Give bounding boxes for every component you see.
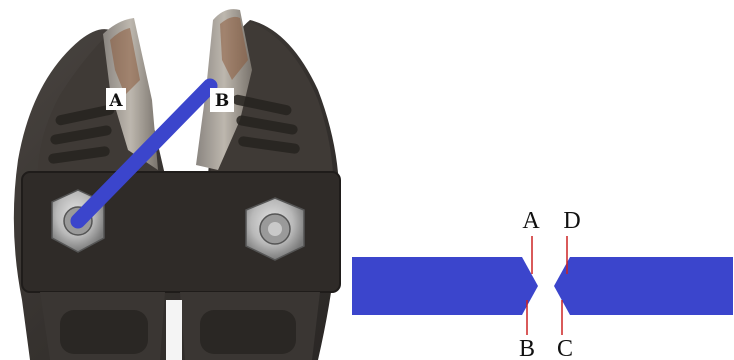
left-blade-section — [352, 257, 538, 315]
handle-gap — [166, 300, 182, 360]
blade-cross-section-diagram: A D B C — [352, 208, 733, 360]
left-handle-grip — [60, 310, 148, 354]
diagram-label-c: C — [557, 336, 573, 360]
photo-label-a: A — [108, 91, 123, 111]
bolt-cutter-photo: A B — [14, 9, 340, 360]
diagram-label-b: B — [519, 336, 535, 360]
right-blade-section — [554, 257, 733, 315]
diagram-label-d: D — [563, 208, 580, 234]
diagram-label-a: A — [522, 208, 540, 234]
photo-label-b: B — [215, 91, 229, 111]
right-bolt-nut — [246, 198, 304, 260]
right-handle-grip — [200, 310, 296, 354]
